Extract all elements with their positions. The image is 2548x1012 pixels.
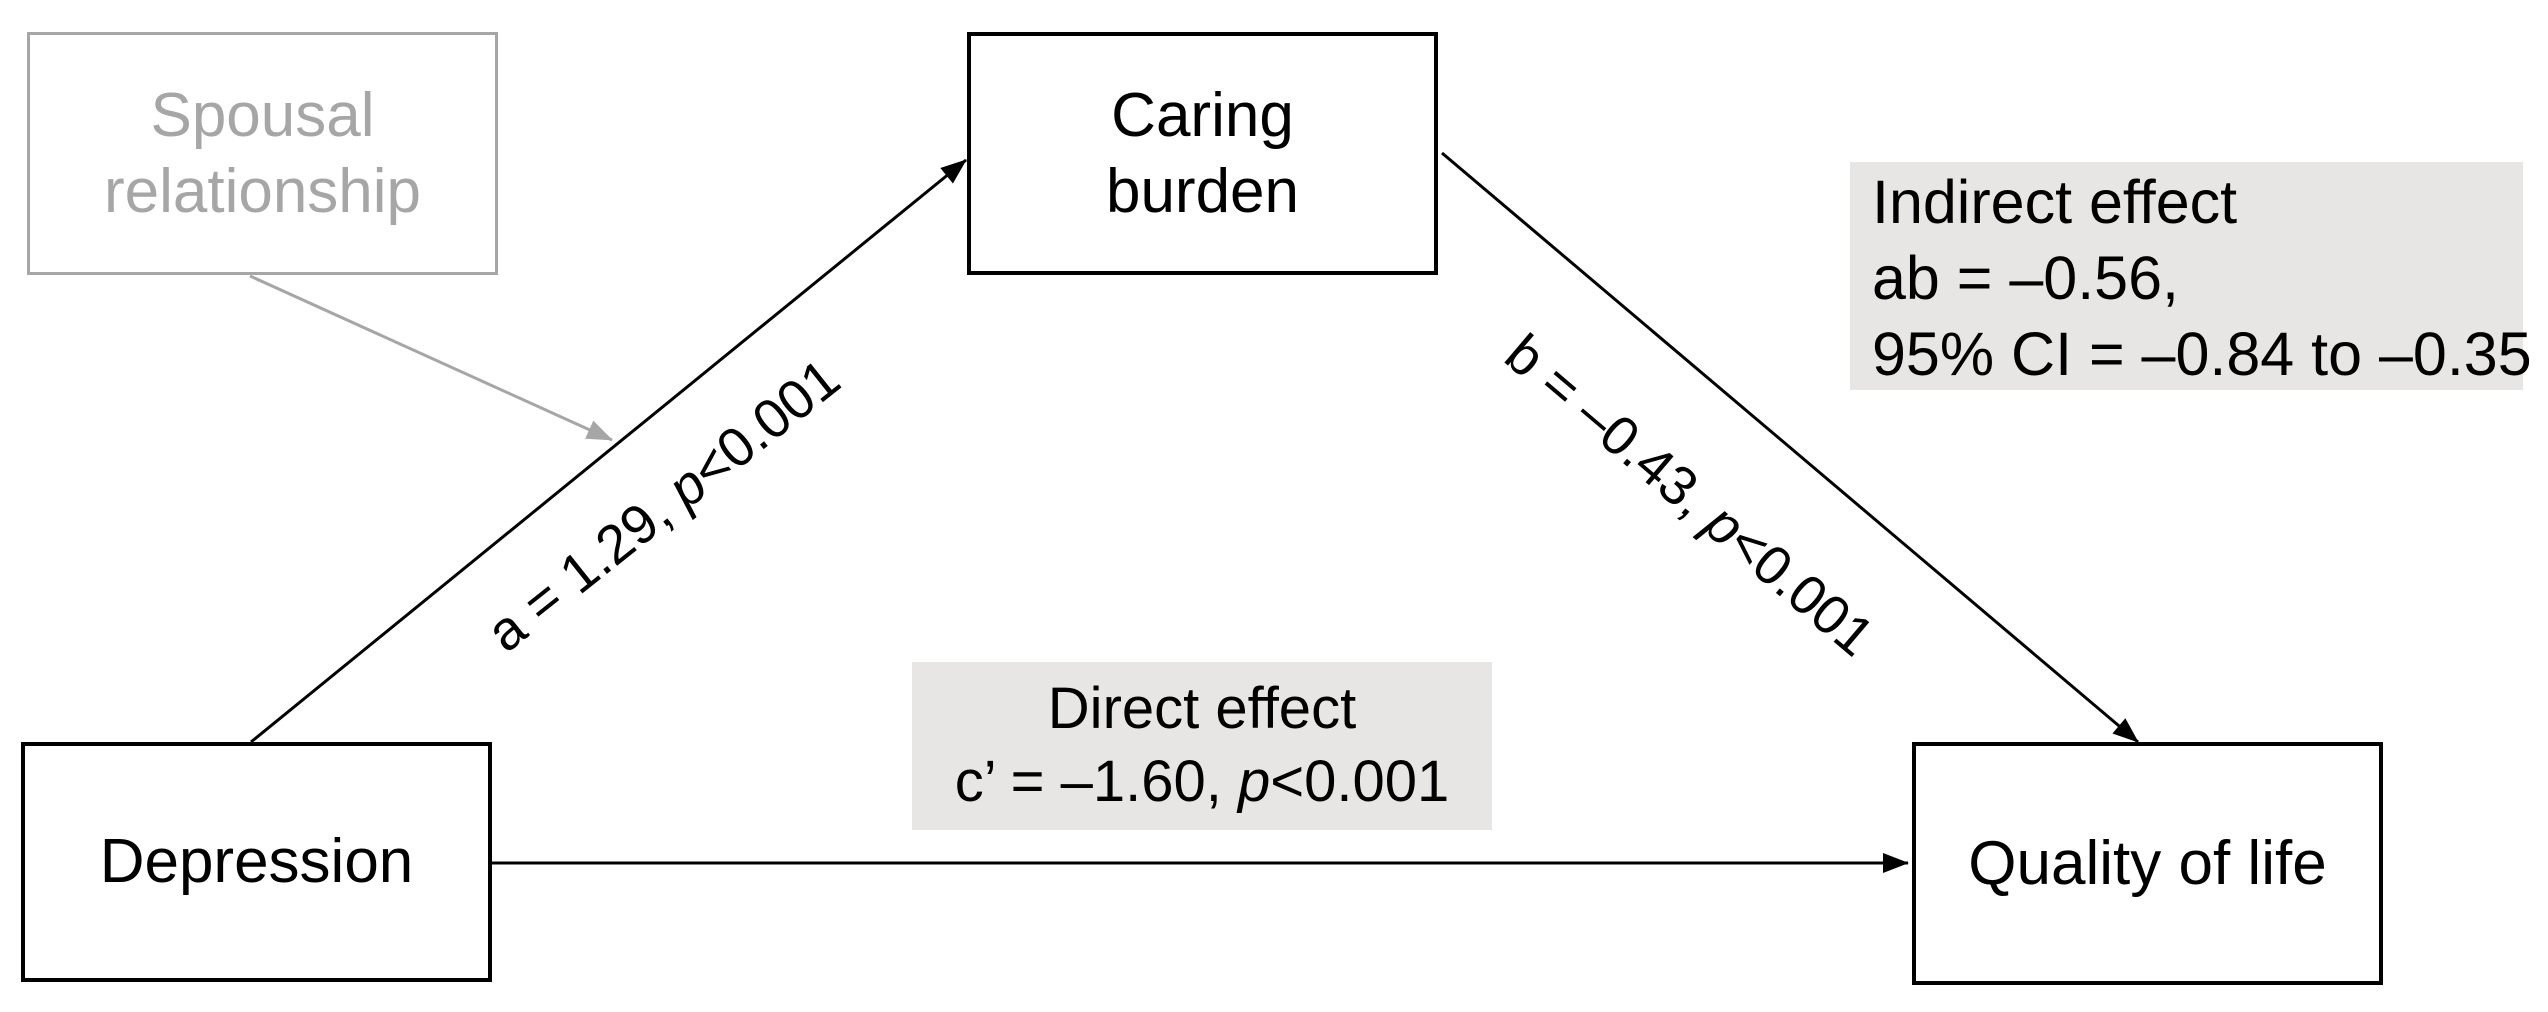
indirect-effect-panel: Indirect effect ab = –0.56, 95% CI = –0.… — [1850, 162, 2532, 390]
node-caring-line1: Caring — [1111, 80, 1294, 150]
direct-effect-title: Direct effect — [1047, 676, 1357, 741]
indirect-effect-value: ab = –0.56, — [1872, 244, 2179, 312]
path-b-arrow — [1441, 151, 2139, 744]
node-spousal-line1: Spousal — [150, 80, 375, 150]
node-spousal-relationship: Spousal relationship — [27, 32, 498, 275]
node-quality-of-life: Quality of life — [1912, 742, 2383, 985]
node-spousal-line2: relationship — [103, 156, 422, 226]
node-qol-label: Quality of life — [1968, 828, 2327, 898]
direct-effect-value: c’ = –1.60, p<0.001 — [954, 749, 1450, 814]
node-depression: Depression — [21, 742, 492, 982]
moderator-gray-arrow — [249, 274, 613, 442]
node-caring-burden: Caring burden — [967, 32, 1438, 275]
indirect-effect-ci: 95% CI = –0.84 to –0.35 — [1872, 320, 2532, 388]
node-caring-line2: burden — [1105, 156, 1300, 226]
path-a-arrow — [250, 158, 967, 744]
indirect-effect-title: Indirect effect — [1872, 168, 2238, 236]
node-depression-label: Depression — [99, 827, 414, 896]
direct-effect-panel: Direct effect c’ = –1.60, p<0.001 — [912, 662, 1492, 830]
